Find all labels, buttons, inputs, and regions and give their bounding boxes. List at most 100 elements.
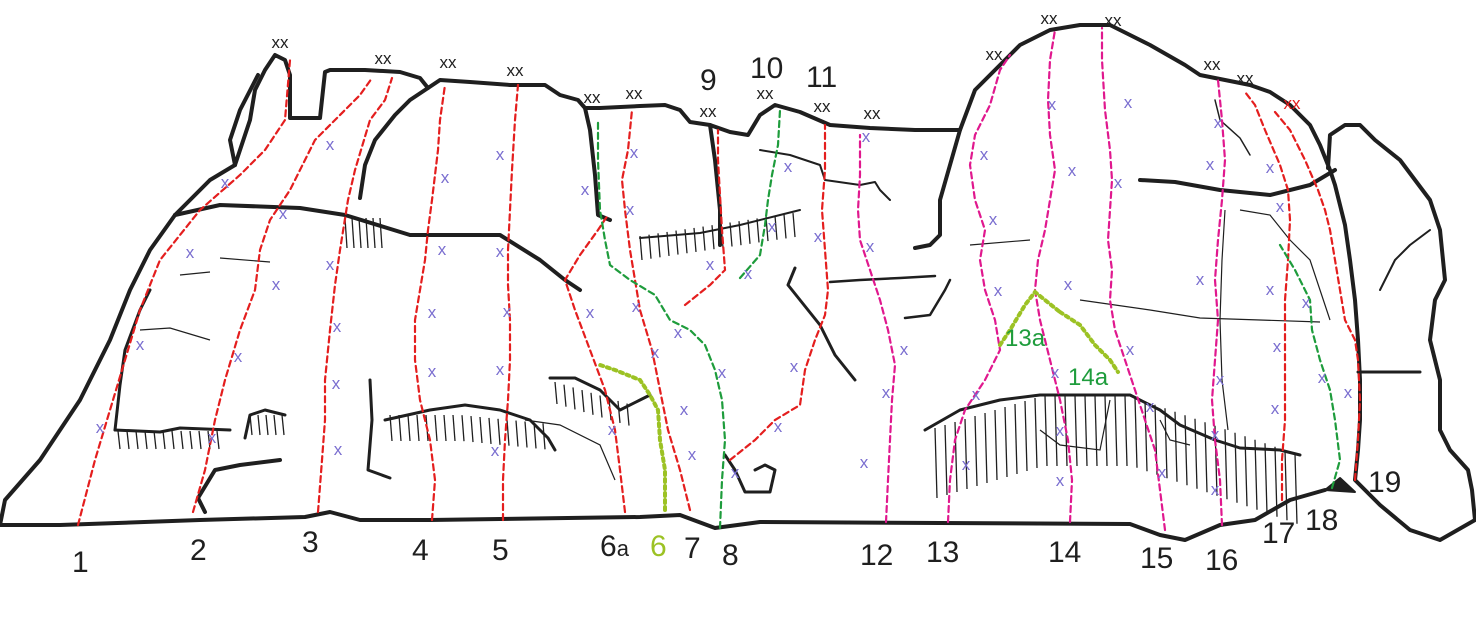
roof-hatch-stroke [434, 414, 438, 442]
roof-hatch-stroke [162, 430, 166, 450]
route-9-branch [683, 128, 727, 307]
route-label-11[interactable]: 11 [806, 61, 837, 94]
x-bolt-icon: x [1126, 340, 1135, 359]
x-bolt-icon: x [1214, 113, 1223, 132]
roof-hatch-stroke [189, 430, 193, 450]
roof-mid-right [923, 393, 1302, 457]
x-bolt-icon: x [1302, 293, 1311, 312]
route-label-10[interactable]: 10 [750, 52, 783, 85]
x-bolt-icon: x [1211, 425, 1220, 444]
x-bolt-icon: x [496, 145, 505, 164]
x-bolt-icon: x [731, 463, 740, 482]
roof-hatch-stroke [372, 217, 376, 249]
x-bolt-icon: x [1318, 368, 1327, 387]
routes [76, 26, 1362, 532]
roof-hatch-stroke [524, 421, 528, 448]
x-bolt-icon: x [503, 302, 512, 321]
route-label-3[interactable]: 3 [302, 526, 319, 559]
xx-anchor-icon-red: xx [1284, 94, 1302, 113]
roof-hatch-stroke [974, 415, 978, 487]
roof-hatch-stroke [747, 219, 751, 244]
thin-crack [969, 239, 1031, 246]
x-bolt-icon: x [496, 360, 505, 379]
route-label-5[interactable]: 5 [492, 534, 509, 567]
x-bolt-icon: x [1271, 399, 1280, 418]
route-label-14a[interactable]: 14a [1068, 364, 1109, 391]
xx-anchor-icon: xx [1204, 55, 1222, 74]
x-bolt-icon: x [1114, 173, 1123, 192]
x-bolt-icon: x [428, 303, 437, 322]
route-label-7[interactable]: 7 [684, 532, 701, 565]
route-2-line [191, 76, 374, 514]
thin-crack [1239, 209, 1331, 321]
roof-hatch-stroke [1214, 425, 1218, 496]
route-label-4[interactable]: 4 [412, 534, 429, 567]
x-bolt-icon: x [706, 255, 715, 274]
xx-anchor-icon: xx [507, 61, 525, 80]
roof-hatch-stroke [389, 414, 393, 442]
x-bolt-icon: x [334, 440, 343, 459]
crack-flake-center [786, 266, 857, 382]
x-bolt-icon: x [860, 453, 869, 472]
x-bolt-icon: x [1276, 197, 1285, 216]
roof-hatch-stroke [153, 430, 157, 450]
route-15-line [1100, 26, 1167, 532]
boulder-flake [723, 453, 777, 494]
route-label-8[interactable]: 8 [722, 539, 739, 572]
route-label-18[interactable]: 18 [1305, 504, 1338, 537]
roof-hatch-stroke [944, 424, 948, 496]
route-label-2[interactable]: 2 [190, 534, 207, 567]
route-label-17[interactable]: 17 [1262, 517, 1295, 550]
x-bolt-icon: x [441, 168, 450, 187]
route-label-13a[interactable]: 13a [1005, 325, 1046, 352]
roof-hatch-stroke [416, 414, 420, 442]
x-bolt-icon: x [428, 362, 437, 381]
thin-cracks [139, 209, 1331, 481]
roof-hatch-stroke [1144, 401, 1148, 472]
roof-hatch-stroke [994, 409, 998, 481]
roof-hatch-stroke [684, 229, 688, 254]
route-label-15[interactable]: 15 [1140, 542, 1173, 575]
crack-d [759, 149, 891, 201]
xx-anchor-icon: xx [814, 97, 832, 116]
x-bolt-icon: x [326, 135, 335, 154]
roof-hatch-stroke [964, 418, 968, 490]
x-bolt-icon: x [1056, 421, 1065, 440]
route-label-6a-sub: a [617, 536, 630, 561]
route-label-14[interactable]: 14 [1048, 536, 1081, 569]
x-bolt-icon: x [586, 303, 595, 322]
roof-hatch-stroke [1054, 395, 1058, 467]
roof-hatch-stroke [693, 227, 697, 252]
x-bolt-icon: x [234, 347, 243, 366]
x-bolt-icon: x [491, 441, 500, 460]
route-label-12[interactable]: 12 [860, 539, 893, 572]
roof-hatch-stroke [1274, 446, 1278, 517]
route-label-6a[interactable]: 6a [600, 530, 630, 563]
route-label-16[interactable]: 16 [1205, 544, 1238, 577]
roof-hatch-stroke [711, 225, 715, 250]
roof-hatch-stroke [657, 233, 661, 258]
x-bolt-icon: x [790, 357, 799, 376]
x-bolt-icon: x [208, 428, 217, 447]
x-bolt-icon: x [1216, 370, 1225, 389]
roof-hatch-stroke [470, 416, 474, 443]
x-bolt-icon: x [1206, 155, 1215, 174]
route-label-19[interactable]: 19 [1368, 466, 1401, 499]
roof-center-6 [548, 376, 652, 412]
x-bolt-icon: x [651, 343, 660, 362]
roof-hatch-stroke [126, 430, 130, 450]
route-label-13[interactable]: 13 [926, 536, 959, 569]
route-8-line [596, 118, 727, 530]
route-label-1[interactable]: 1 [72, 546, 89, 579]
roof-hatch-stroke [265, 414, 269, 436]
route-label-6[interactable]: 6 [650, 530, 667, 563]
roof-hatch-stroke [675, 230, 679, 255]
x-bolt-icon: x [962, 455, 971, 474]
roof-hatch-stroke [702, 226, 706, 251]
route-16-line [1210, 78, 1227, 527]
x-bolt-icon: x [1048, 95, 1057, 114]
roof-hatch-stroke [365, 217, 369, 249]
route-label-9[interactable]: 9 [700, 64, 717, 97]
roof-hatch-stroke [954, 421, 958, 493]
